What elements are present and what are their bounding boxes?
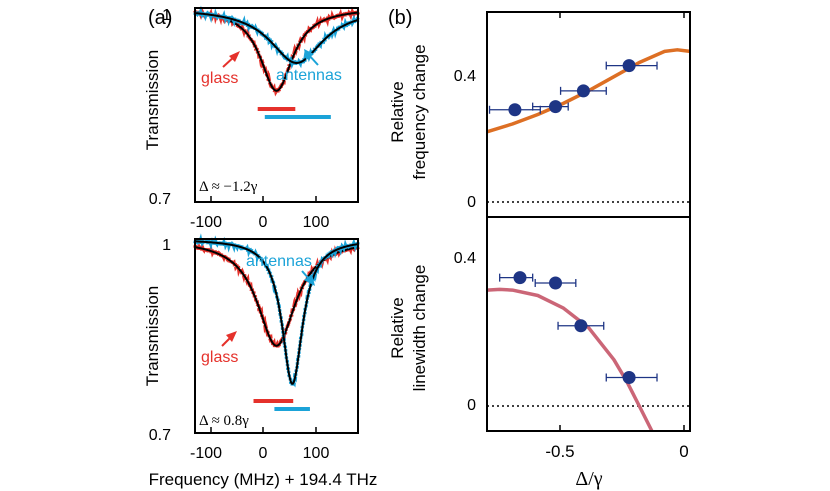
curves-a-top [193, 5, 360, 119]
frame-a-top [194, 7, 359, 203]
ytick-a-top-1: 1 [162, 7, 171, 24]
ylabel-a-bottom: Transmission [143, 286, 162, 386]
ytick-a-bottom-07: 0.7 [149, 427, 171, 444]
ytick-b-top-0: 0 [467, 194, 476, 211]
xlabel-b: Δ/γ [575, 468, 602, 490]
xtick-a-bottom-m100: -100 [190, 445, 222, 462]
ylabel-a-top: Transmission [143, 50, 162, 150]
xticks-a-bottom [210, 427, 317, 433]
plot-b-top: Relative frequency change 0.4 0 [388, 44, 691, 211]
ylabel-b-top-2: frequency change [410, 44, 429, 179]
data-point-b-top [549, 100, 563, 114]
data-point-b-bottom [574, 319, 588, 333]
xtick-a-top-100: 100 [303, 214, 330, 231]
antennas-label-a-top: antennas [276, 67, 342, 84]
plot-b-bottom: Relative linewidth change 0.4 0 [388, 250, 690, 432]
ytick-a-top-07: 0.7 [149, 191, 171, 208]
xtick-a-top-0: 0 [259, 214, 268, 231]
data-b-bottom [486, 271, 658, 432]
data-point-b-bottom [622, 371, 636, 384]
glass-arrow-a-bottom [221, 331, 237, 347]
ytick-b-top-04: 0.4 [454, 68, 476, 85]
annotation-a-top: Δ ≈ −1.2γ [199, 179, 258, 195]
frame-b-bottom [486, 216, 691, 432]
xtick-b-0: 0 [679, 442, 688, 461]
antennas-arrow-a-bottom [301, 270, 315, 286]
ylabel-b-top-1: Relative [388, 81, 407, 142]
theory-curve-b-top [486, 48, 691, 134]
ytick-a-bottom-1: 1 [162, 237, 171, 254]
ylabel-b-bottom-1: Relative [388, 297, 407, 358]
glass-label-a-top: glass [201, 70, 238, 87]
panel-b-label: (b) [388, 7, 412, 29]
xtick-b-m05: -0.5 [545, 442, 574, 461]
plot-a-top: Transmission 1 0.7 -100 0 100 Δ ≈ −1.2γ … [143, 5, 360, 231]
data-point-b-top [576, 84, 590, 98]
plot-a-bottom: Transmission 1 0.7 -100 0 100 Δ ≈ 0.8γ g… [143, 233, 360, 462]
xlabel-a: Frequency (MHz) + 194.4 THz [149, 470, 378, 489]
xtick-a-bottom-100: 100 [303, 445, 330, 462]
glass-arrow-a-top [222, 51, 240, 68]
ytick-b-bottom-0: 0 [467, 397, 476, 414]
xtick-a-bottom-0: 0 [259, 445, 268, 462]
xticks-b [559, 12, 685, 431]
fit-glass-a-bottom [194, 246, 359, 347]
theory-curve-b-bottom [486, 287, 654, 432]
xtick-a-top-m100: -100 [190, 214, 222, 231]
fit-antennas-a-top [194, 12, 359, 64]
curves-a-bottom [193, 233, 360, 411]
data-b-top [486, 48, 691, 134]
data-point-b-bottom [513, 271, 527, 285]
ytick-b-bottom-04: 0.4 [454, 250, 476, 267]
fit-antennas-a-bottom [195, 240, 359, 385]
data-point-b-top [622, 59, 636, 73]
annotation-a-bottom: Δ ≈ 0.8γ [199, 413, 249, 429]
glass-label-a-bottom: glass [201, 349, 238, 366]
antennas-arrow-a-top [304, 49, 319, 66]
xticks-a-top [210, 196, 317, 202]
antennas-label-a-bottom: antennas [246, 253, 312, 270]
ylabel-b-bottom-2: linewidth change [410, 265, 429, 392]
frame-a-bottom [194, 238, 359, 434]
data-point-b-top [508, 103, 522, 117]
panel-a-label: (a) [148, 7, 172, 29]
data-point-b-bottom [549, 276, 563, 290]
